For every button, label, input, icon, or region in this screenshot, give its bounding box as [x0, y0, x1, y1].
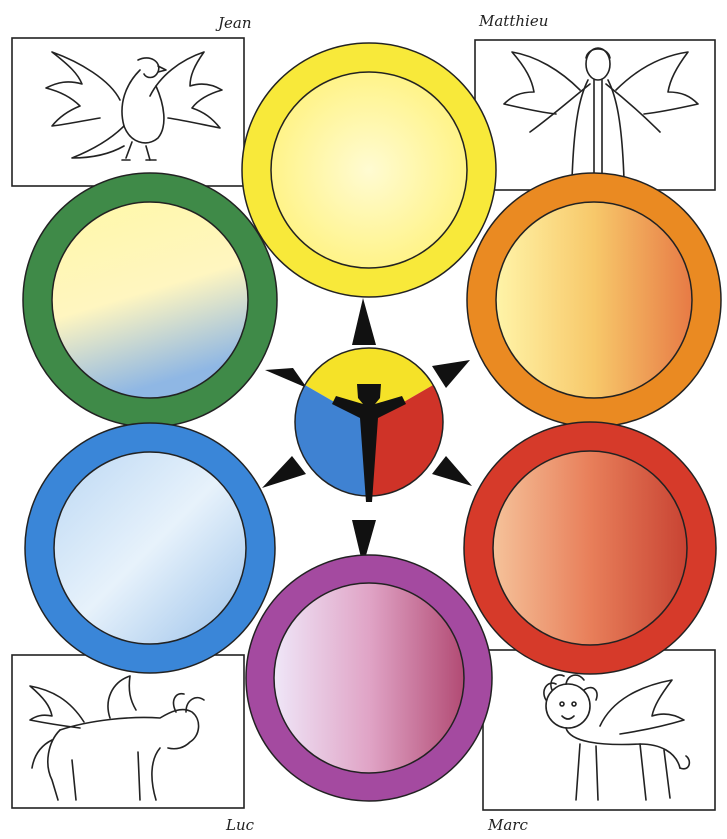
circle-yellow — [242, 43, 496, 297]
triangle-upper-right — [432, 360, 470, 388]
panel-bottom-left — [12, 655, 244, 808]
triangle-lower-left — [262, 456, 306, 488]
circle-purple — [246, 555, 492, 801]
circle-blue — [25, 423, 275, 673]
circle-red — [464, 422, 716, 674]
panel-top-right — [475, 40, 715, 190]
label-jean: Jean — [218, 14, 252, 32]
panel-top-left — [12, 38, 244, 186]
triangle-top — [352, 298, 376, 345]
label-marc: Marc — [488, 816, 528, 834]
label-luc: Luc — [226, 816, 254, 834]
label-matthieu: Matthieu — [479, 12, 548, 30]
center-circle — [295, 348, 443, 502]
circle-green — [23, 173, 277, 427]
triangle-lower-right — [432, 456, 472, 486]
circle-orange — [467, 173, 721, 427]
triangle-upper-left — [265, 368, 307, 388]
